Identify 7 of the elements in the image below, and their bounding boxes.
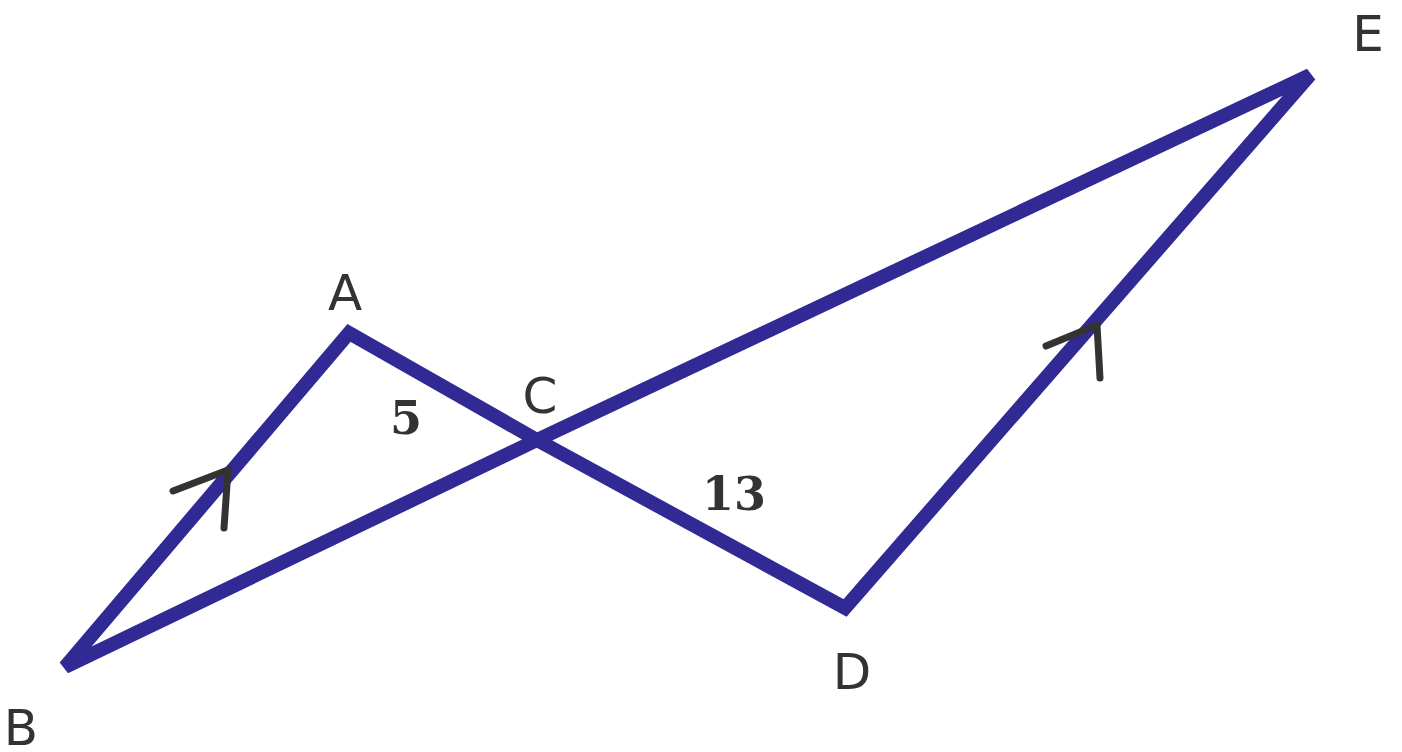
vertex-label: A: [327, 268, 363, 318]
vertex-label: E: [1352, 9, 1384, 59]
vertex-label: D: [832, 647, 872, 697]
side-length-label: 5: [390, 395, 422, 441]
side-length-label: 13: [702, 471, 766, 517]
vertex-label: C: [522, 371, 558, 421]
vertex-label: B: [3, 703, 39, 752]
